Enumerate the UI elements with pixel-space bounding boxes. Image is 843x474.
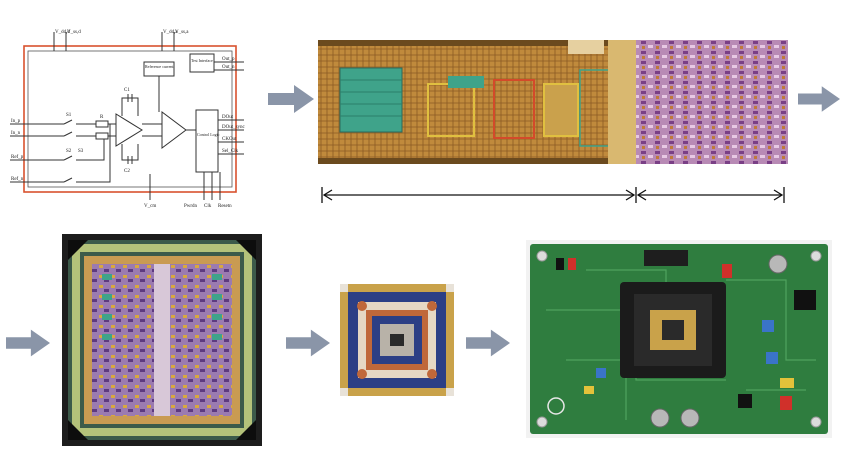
dimension-arrows xyxy=(321,187,785,203)
full-chip-layout-image xyxy=(62,234,262,446)
input-inn: In_n xyxy=(11,131,21,136)
pin-vddd: V_dd,d xyxy=(55,30,70,35)
test-interface-label: Test Interface xyxy=(191,58,213,63)
test-board-image xyxy=(526,240,832,438)
flow-arrow-3 xyxy=(6,329,50,357)
switch-s1: S1 xyxy=(66,113,72,118)
switch-s3: S3 xyxy=(78,149,84,154)
packaged-chip-image xyxy=(340,284,454,396)
input-refp: Ref_p xyxy=(11,155,24,160)
bottom-clk: Clk xyxy=(204,204,212,209)
input-refn: Ref_n xyxy=(11,177,24,182)
circuit-schematic: V_dd,d V_ss,d V_dd,a V_ss,a xyxy=(4,24,254,210)
flow-arrow-5 xyxy=(466,329,510,357)
flow-arrow-2 xyxy=(798,86,840,112)
bottom-pwrdn: Pwrdn xyxy=(184,204,198,209)
output-ckout: CKOut xyxy=(222,137,237,142)
output-outn: Out_n xyxy=(222,65,235,70)
bottom-resetn: Resetn xyxy=(218,204,232,209)
output-outp: Out_p xyxy=(222,57,235,62)
pin-vssd: V_ss,d xyxy=(67,30,81,35)
flow-arrow-1 xyxy=(268,85,314,113)
cap-c2: C2 xyxy=(124,169,130,174)
block-layout-image xyxy=(318,40,788,164)
ref-current-label: Reference current xyxy=(145,64,174,69)
switch-s2: S2 xyxy=(66,149,72,154)
flow-arrow-4 xyxy=(286,329,330,357)
supply-rail xyxy=(23,45,237,193)
output-sel-clk: Sel_Clk xyxy=(222,149,239,154)
bottom-vcm: V_cm xyxy=(144,204,156,209)
output-dout: DOut xyxy=(222,115,234,120)
output-dout-sync: DOut_sync xyxy=(222,125,246,130)
pin-vdda: V_dd,a xyxy=(163,30,178,35)
pin-vssa: V_ss,a xyxy=(175,30,189,35)
resistor-label: R xyxy=(100,115,104,120)
input-inp: In_p xyxy=(11,119,21,124)
control-logic-label: Control Logic xyxy=(197,132,220,137)
cap-c1: C1 xyxy=(124,88,130,93)
